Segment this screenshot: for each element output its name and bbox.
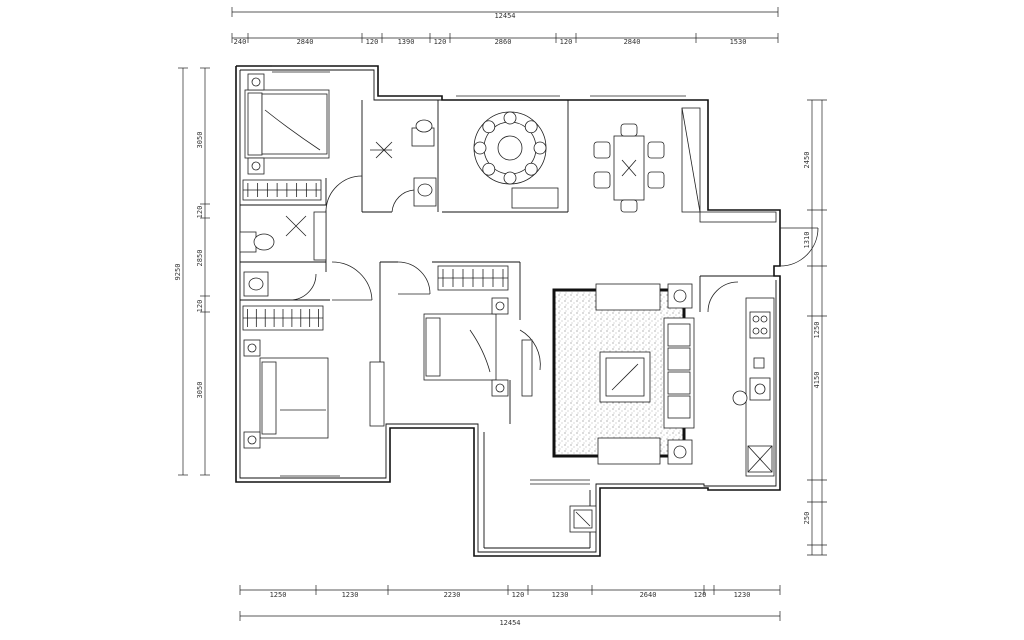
top-dim-seg-7: 2840	[624, 38, 641, 46]
bottom-dim-seg-3: 120	[512, 591, 525, 599]
top-dim-seg-6: 120	[560, 38, 573, 46]
dining-chair	[647, 141, 665, 159]
nightstand-bl-top	[243, 339, 261, 357]
right-dimension-lines: 2450 1310 4150 1250 250	[803, 99, 827, 556]
dining-chair	[647, 171, 665, 189]
top-overall-dimension: 12454	[494, 12, 515, 20]
right-dim-seg-3: 1250	[813, 322, 821, 339]
powder-room	[370, 119, 437, 207]
right-dim-seg-1: 1310	[803, 232, 811, 249]
bedroom-bottom-left	[242, 305, 385, 449]
left-dim-seg-3: 120	[196, 300, 204, 313]
round-table-chair	[482, 120, 496, 134]
dining-chair	[593, 141, 611, 159]
stove	[749, 311, 771, 339]
top-dim-seg-0: 240	[234, 38, 247, 46]
side-table-bottom	[667, 439, 693, 465]
counter-top	[699, 211, 777, 223]
nightstand-bottom	[247, 157, 265, 175]
dining-chair	[620, 199, 638, 213]
top-dim-seg-4: 120	[434, 38, 447, 46]
left-dimension-lines: 9250 3050 120 2850 120 3050	[174, 67, 210, 476]
nightstand-top	[247, 73, 265, 91]
bedroom-top-left	[242, 73, 330, 201]
living-room	[552, 283, 695, 465]
nightstand-bl-bottom	[243, 431, 261, 449]
bottom-dim-seg-5: 2640	[640, 591, 657, 599]
round-table-chair	[524, 120, 538, 134]
sink-left	[243, 271, 269, 297]
side-table-top	[667, 283, 693, 309]
left-dim-seg-1: 120	[196, 206, 204, 219]
round-table-chair	[473, 141, 487, 155]
top-dim-seg-1: 2840	[297, 38, 314, 46]
round-table-chair	[533, 141, 547, 155]
bathroom-left	[239, 211, 327, 297]
armchair-top	[595, 283, 661, 311]
round-table-chair	[482, 162, 496, 176]
round-table-chair	[524, 162, 538, 176]
right-dim-seg-2: 4150	[813, 372, 821, 389]
top-dim-seg-5: 2860	[495, 38, 512, 46]
bottom-dim-seg-0: 1250	[270, 591, 287, 599]
kitchen-sink	[749, 377, 771, 401]
left-dim-seg-4: 3050	[196, 382, 204, 399]
bottom-dim-seg-6: 120	[694, 591, 707, 599]
right-dim-seg-4: 250	[803, 512, 811, 525]
round-table-chair	[503, 171, 517, 185]
nightstand-c-bottom	[491, 379, 509, 397]
sofa-cushion	[667, 323, 691, 347]
top-dim-seg-3: 1390	[398, 38, 415, 46]
sofa-cushion	[667, 395, 691, 419]
door-swings	[289, 175, 819, 371]
left-dim-seg-0: 3050	[196, 132, 204, 149]
kitchen	[732, 297, 775, 477]
tea-room	[473, 111, 559, 209]
bottom-dim-seg-4: 1230	[552, 591, 569, 599]
dining-area	[593, 107, 777, 223]
left-dim-seg-2: 2850	[196, 250, 204, 267]
bottom-dimension-lines: 1250 1230 2230 120 1230 2640 120 1230 12…	[239, 585, 781, 627]
tv-cabinet-center	[521, 339, 533, 397]
sofa-cushion	[667, 347, 691, 371]
bottom-dim-seg-1: 1230	[342, 591, 359, 599]
armchair-bottom	[597, 437, 661, 465]
kitchen-stool	[732, 390, 748, 406]
left-overall-dimension: 9250	[174, 264, 182, 281]
shower-screen	[313, 211, 327, 261]
round-table-chair	[503, 111, 517, 125]
tv-cabinet-left	[369, 361, 385, 427]
exterior-walls	[235, 65, 781, 557]
top-dimension-lines: 12454 240 2840 120 1390 120 2860 120 284…	[231, 7, 779, 46]
nightstand-c-top	[491, 297, 509, 315]
top-dim-seg-8: 1530	[730, 38, 747, 46]
sink-small	[413, 177, 437, 207]
right-dim-seg-0: 2450	[803, 152, 811, 169]
bottom-dim-seg-2: 2230	[444, 591, 461, 599]
bedroom-center	[423, 265, 533, 397]
top-dim-seg-2: 120	[366, 38, 379, 46]
balcony	[569, 505, 597, 533]
bottom-overall-dimension: 12454	[499, 619, 520, 627]
tea-cabinet	[511, 187, 559, 209]
dining-chair	[593, 171, 611, 189]
bottom-dim-seg-7: 1230	[734, 591, 751, 599]
dining-chair	[620, 123, 638, 137]
sofa-cushion	[667, 371, 691, 395]
range-hood	[753, 357, 765, 369]
